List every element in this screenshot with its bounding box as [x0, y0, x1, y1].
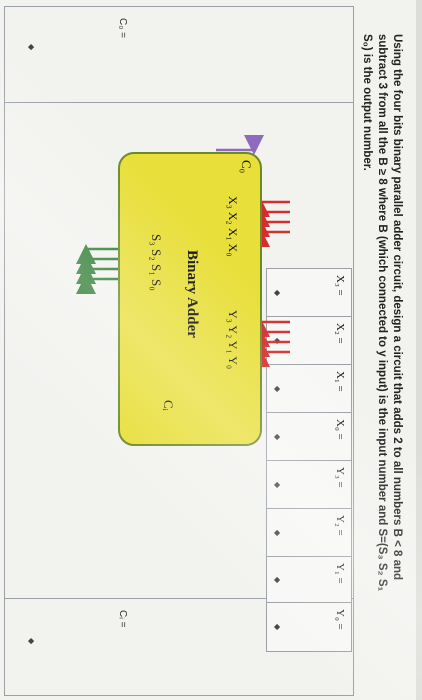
x0-label: X₀ =: [334, 419, 346, 440]
dropdown-arrow-icon: ◆: [273, 433, 282, 441]
dropdown-arrow-icon: ◆: [27, 638, 36, 645]
input-x3-select[interactable]: X₃ = ◆: [266, 268, 352, 318]
question-text: Using the four bits binary parallel adde…: [359, 34, 404, 666]
y-bus-label: Y₃ Y₂ Y₁ Y₀: [226, 310, 240, 370]
y0-label: Y₀ =: [334, 609, 346, 630]
x1-label: X₁ =: [334, 371, 346, 392]
dropdown-arrow-icon: ◆: [273, 337, 282, 345]
binary-adder-block: C₀ X₃ X₂ X₁ X₀ Y₃ Y₂ Y₁ Y₀ Binary Adder …: [118, 152, 262, 446]
question-line-2: subtract 3 from all the B ≥ 8 where B (w…: [376, 34, 388, 592]
carry-out-label: C₀ =: [117, 18, 128, 38]
x3-label: X₃ =: [334, 275, 346, 296]
dropdown-arrow-icon: ◆: [273, 576, 282, 584]
dropdown-arrow-icon: ◆: [273, 289, 282, 297]
dropdown-arrow-icon: ◆: [273, 529, 282, 537]
input-y1-select[interactable]: Y₁ = ◆: [266, 556, 352, 604]
input-y3-select[interactable]: Y₃ = ◆: [266, 460, 352, 510]
question-line-3: S₀) is the output number.: [361, 34, 373, 171]
y2-label: Y₂ =: [334, 515, 346, 536]
y1-label: Y₁ =: [334, 563, 346, 584]
carry-in-text: Cᵢ: [161, 400, 176, 411]
dropdown-arrow-icon: ◆: [273, 481, 282, 489]
x2-label: X₂ =: [334, 323, 346, 344]
sum-bus-label: S₃ S₂ S₁ S₀: [149, 234, 164, 291]
carry-in-select[interactable]: Cᵢ = ◆: [22, 604, 132, 688]
y3-label: Y₃ =: [334, 467, 346, 488]
carry-out-text: C₀: [239, 160, 254, 174]
dropdown-arrow-icon: ◆: [273, 623, 282, 631]
input-x0-select[interactable]: X₀ = ◆: [266, 412, 352, 462]
input-x2-select[interactable]: X₂ = ◆: [266, 316, 352, 366]
dropdown-arrow-icon: ◆: [273, 385, 282, 393]
x-bus-label: X₃ X₂ X₁ X₀: [226, 196, 240, 257]
adder-name: Binary Adder: [184, 250, 200, 338]
input-y0-select[interactable]: Y₀ = ◆: [266, 602, 352, 652]
question-line-1: Using the four bits binary parallel adde…: [391, 34, 403, 581]
carry-in-label: Cᵢ =: [117, 610, 128, 628]
dropdown-arrow-icon: ◆: [27, 44, 36, 51]
input-y2-select[interactable]: Y₂ = ◆: [266, 508, 352, 558]
carry-out-select[interactable]: C₀ = ◆: [22, 12, 132, 92]
page-edge: [416, 0, 422, 700]
input-x1-select[interactable]: X₁ = ◆: [266, 364, 352, 414]
